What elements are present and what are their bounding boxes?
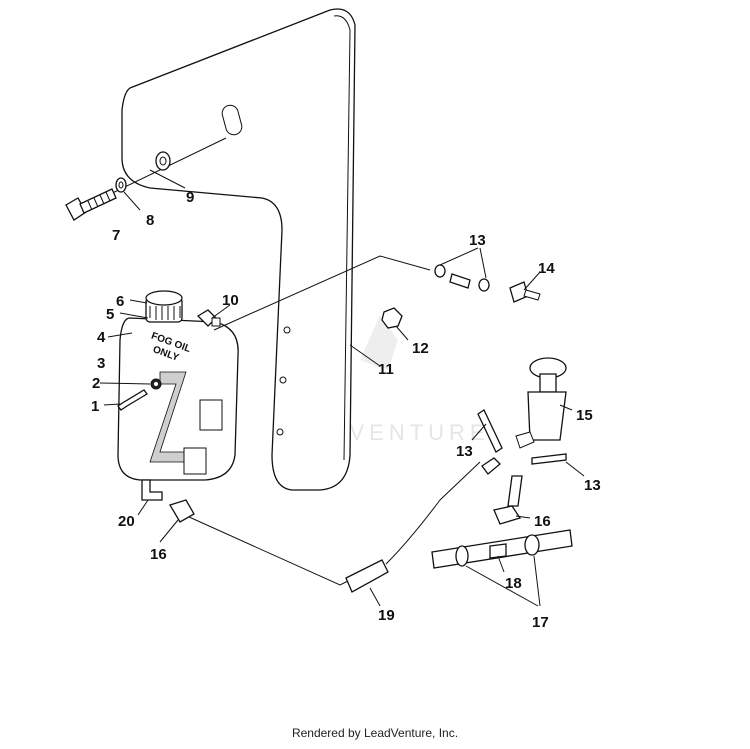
- leader-lines: [99, 169, 585, 607]
- callout-13-left: 13: [456, 443, 473, 460]
- callout-17: 17: [532, 614, 549, 631]
- panel-slot: [221, 104, 243, 136]
- callout-16-left: 16: [150, 546, 167, 563]
- callout-16-right: 16: [534, 513, 551, 530]
- panel-hole: [276, 428, 284, 436]
- clamp-left: [169, 499, 195, 523]
- fuel-line-tee: [431, 529, 573, 569]
- tube-13-right: [531, 453, 567, 465]
- nut: [381, 307, 403, 329]
- outlet-elbow: [141, 479, 163, 501]
- callout-11: 11: [378, 361, 394, 378]
- tube-13-left: [477, 409, 503, 453]
- callout-20: 20: [118, 513, 135, 530]
- mounting-panel: [121, 8, 356, 491]
- callout-6: 6: [116, 293, 124, 310]
- callout-numbers: 6 5 4 3 2 1 7 8 9 10 11 12 13 14 15 13 1…: [91, 189, 601, 631]
- callout-18: 18: [505, 575, 522, 592]
- oil-tank: FOG OIL ONLY: [117, 317, 239, 481]
- vent-parts: [434, 264, 541, 303]
- screw-and-grommet: [117, 378, 162, 411]
- callout-19: 19: [378, 607, 395, 624]
- hose-19: [345, 559, 389, 593]
- callout-7: 7: [112, 227, 120, 244]
- tube-vertical: [507, 475, 523, 507]
- callout-14: 14: [538, 260, 555, 277]
- feed-hose: [177, 511, 351, 586]
- callout-10: 10: [222, 292, 239, 309]
- tank-fitting: [196, 309, 221, 327]
- callout-4: 4: [97, 329, 106, 346]
- callout-2: 2: [92, 375, 100, 392]
- callout-1: 1: [91, 398, 99, 415]
- callout-5: 5: [106, 306, 114, 323]
- vent-line: [213, 255, 431, 331]
- panel-hole: [279, 376, 287, 384]
- clamp-right: [493, 505, 522, 525]
- primer-pump: [515, 357, 567, 449]
- callout-12: 12: [412, 340, 429, 357]
- hose-short: [481, 457, 501, 475]
- panel-edge: [333, 15, 351, 461]
- callout-8: 8: [146, 212, 154, 229]
- footer-credit: Rendered by LeadVenture, Inc.: [291, 726, 459, 740]
- callout-9: 9: [186, 189, 194, 206]
- tank-cap: [145, 290, 183, 323]
- callout-15: 15: [576, 407, 593, 424]
- callout-13-right: 13: [584, 477, 601, 494]
- callout-13-top: 13: [469, 232, 486, 249]
- callout-3: 3: [97, 355, 105, 372]
- bolt-assembly: [65, 137, 227, 221]
- panel-hole: [283, 326, 291, 334]
